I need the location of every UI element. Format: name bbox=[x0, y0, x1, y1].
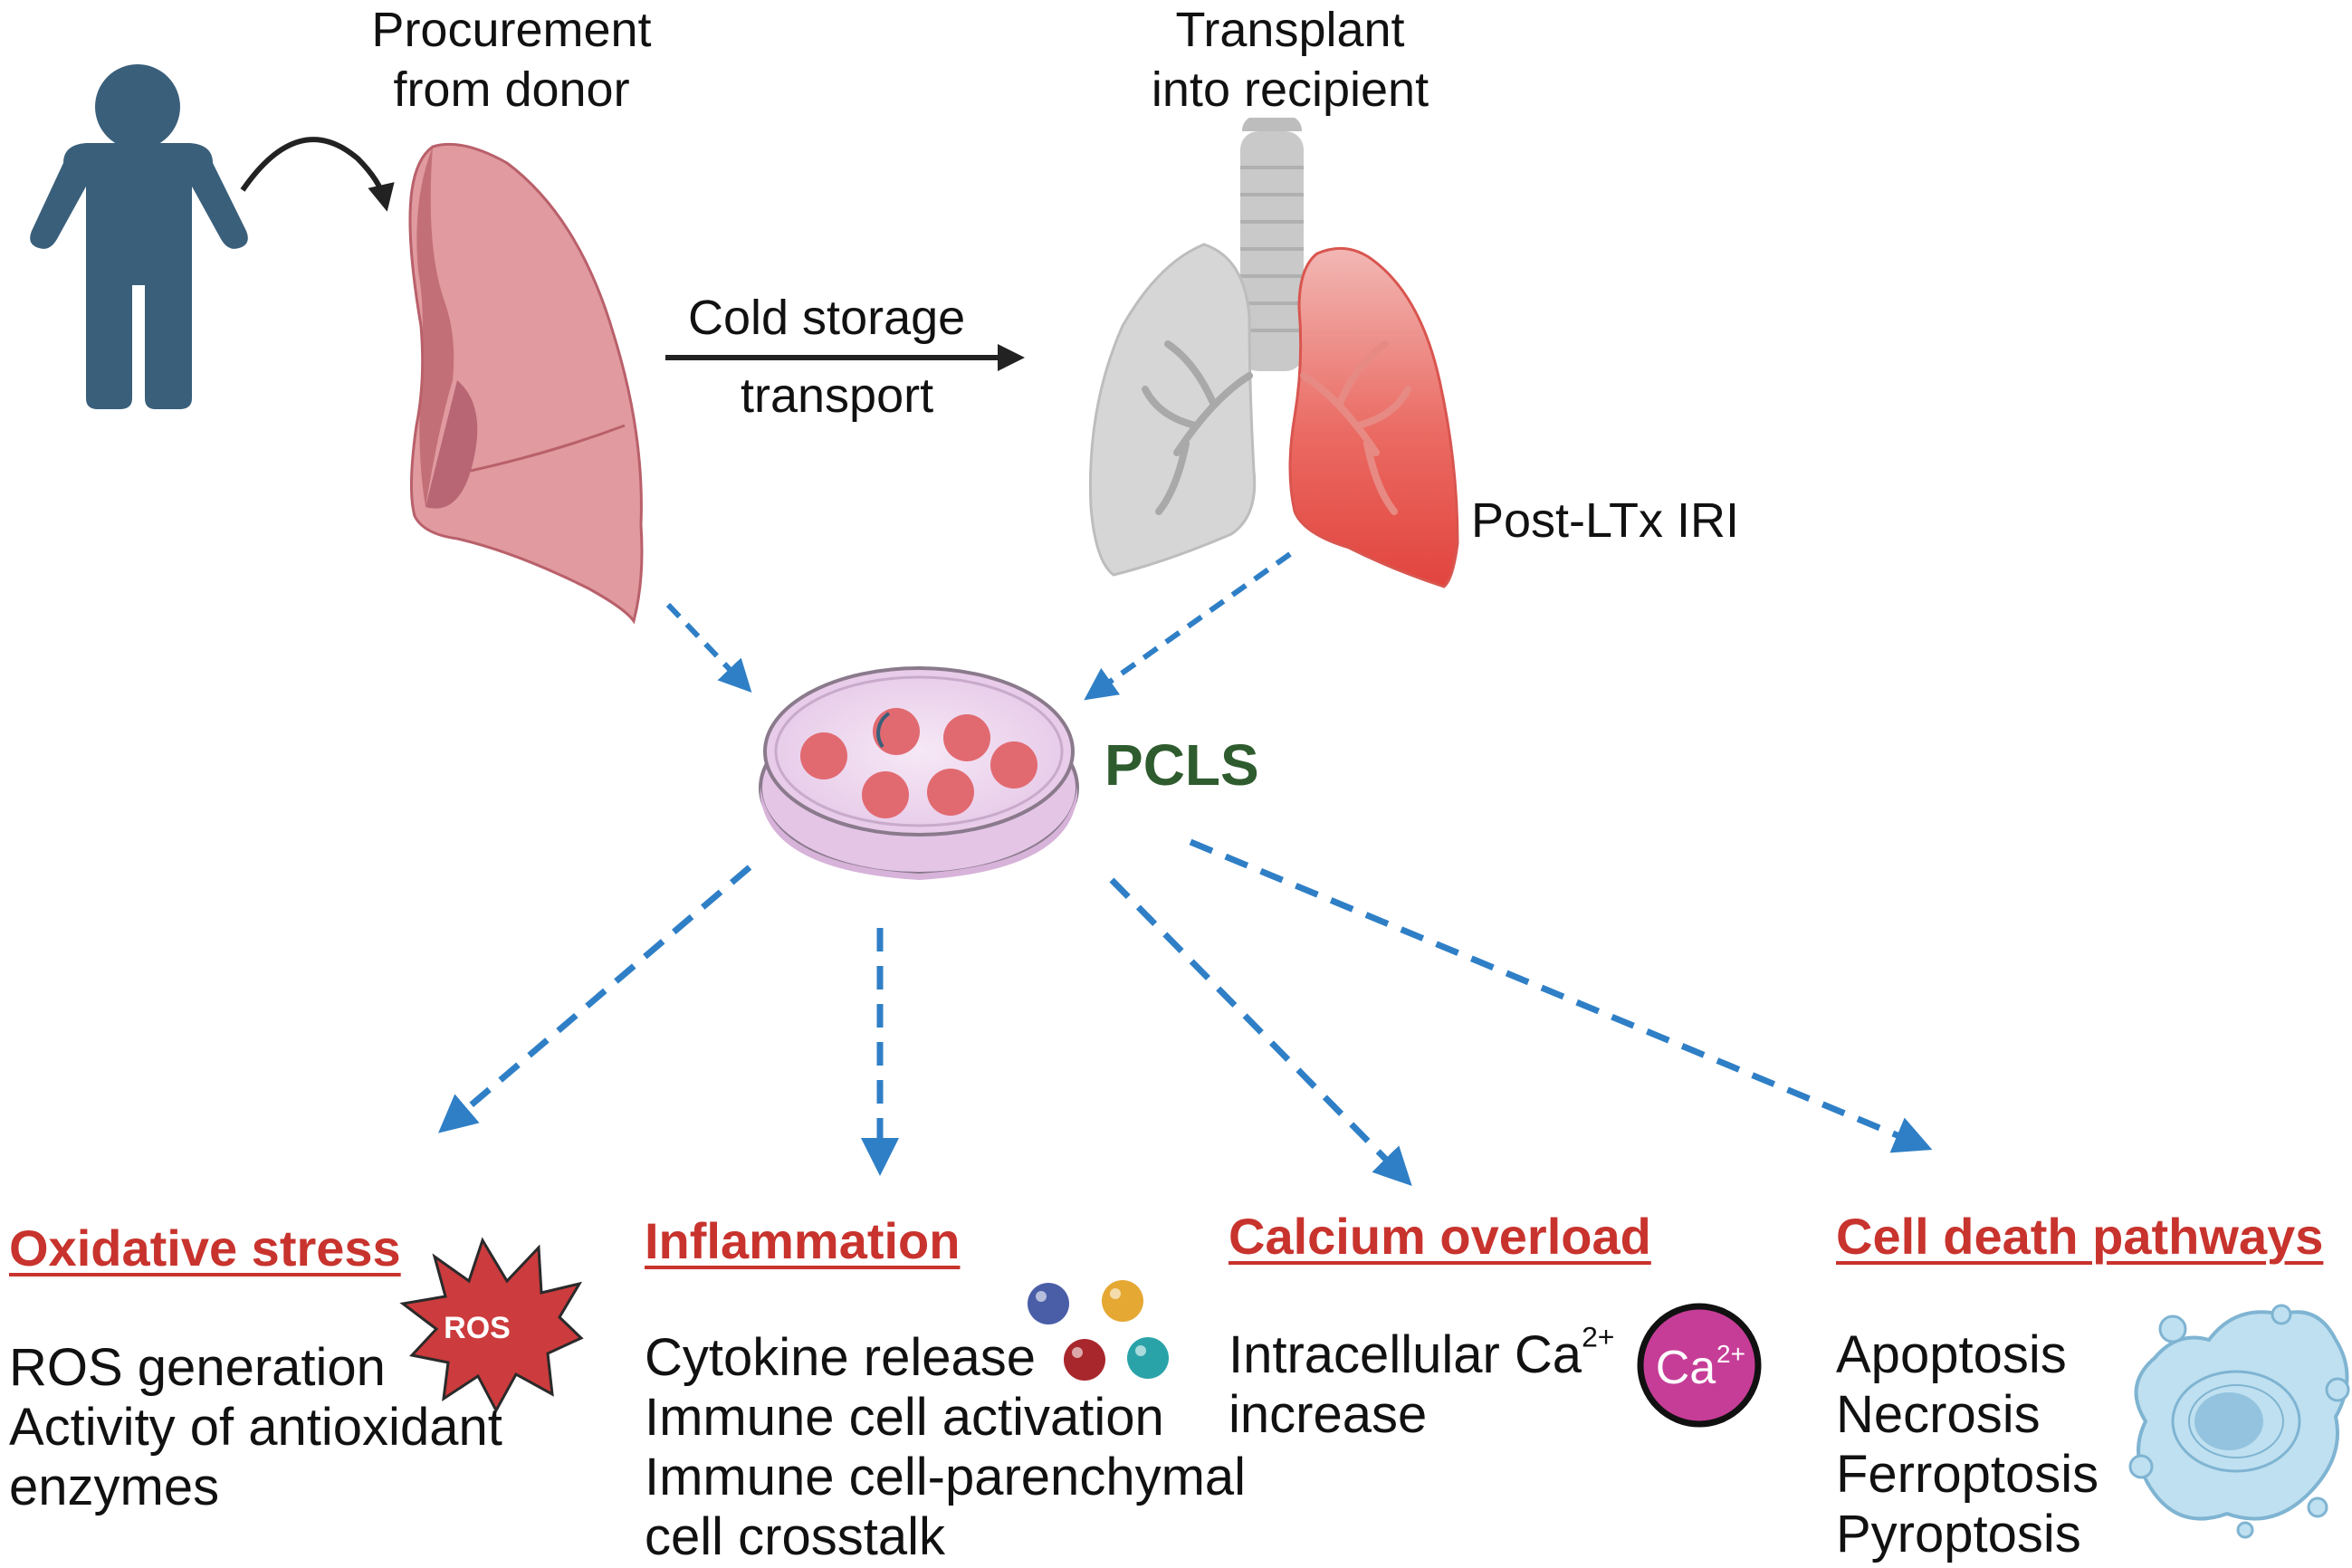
calcium-line-2: increase bbox=[1229, 1385, 1428, 1444]
cell-death-line-3: Ferroptosis bbox=[1836, 1445, 2099, 1504]
calcium-list: Intracellular Ca2+ increase bbox=[1229, 1322, 1614, 1445]
inflammation-line-3: Immune cell-parenchymal bbox=[645, 1448, 1247, 1506]
inflammation-heading: Inflammation bbox=[645, 1212, 961, 1269]
calcium-line-1-sup: 2+ bbox=[1582, 1320, 1615, 1353]
post-ltx-label: Post-LTx IRI bbox=[1471, 493, 1740, 548]
transplant-line-1: Transplant bbox=[1175, 3, 1405, 57]
procurement-line-1: Procurement bbox=[371, 3, 652, 57]
transport-label: transport bbox=[741, 368, 934, 423]
oxidative-stress-list: ROS generation Activity of antioxidant e… bbox=[9, 1338, 502, 1517]
oxidative-line-1: ROS generation bbox=[9, 1338, 386, 1397]
calcium-line-1: Intracellular Ca2+ bbox=[1229, 1322, 1614, 1385]
arrow-to-cell-death bbox=[1189, 838, 1933, 1153]
oxidative-stress-heading: Oxidative stress bbox=[9, 1219, 401, 1276]
cytokine-dots-icon bbox=[1028, 1280, 1169, 1381]
inflammation-list: Cytokine release Immune cell activation … bbox=[645, 1328, 1246, 1567]
donor-person-icon bbox=[30, 64, 248, 409]
calcium-overload-heading: Calcium overload bbox=[1229, 1208, 1651, 1265]
petri-dish-icon bbox=[759, 666, 1079, 880]
ros-burst-icon: ROS bbox=[399, 1237, 584, 1414]
procurement-label: Procurement from donor bbox=[344, 0, 679, 120]
cell-death-line-2: Necrosis bbox=[1836, 1385, 2041, 1444]
calcium-badge-icon: Ca 2+ bbox=[1637, 1303, 1762, 1428]
arrow-recipient-to-pcls bbox=[1084, 551, 1292, 701]
oxidative-line-3: enzymes bbox=[9, 1458, 220, 1516]
pcls-label: PCLS bbox=[1104, 732, 1259, 798]
oxidative-line-2: Activity of antioxidant bbox=[9, 1398, 502, 1457]
calcium-badge-sup: 2+ bbox=[1716, 1340, 1745, 1368]
calcium-badge-base: Ca bbox=[1656, 1342, 1716, 1394]
inflammation-line-2: Immune cell activation bbox=[645, 1388, 1164, 1447]
calcium-line-1-base: Intracellular Ca bbox=[1229, 1325, 1582, 1384]
ros-badge-text: ROS bbox=[444, 1311, 511, 1345]
cell-death-line-1: Apoptosis bbox=[1836, 1325, 2067, 1384]
cell-death-list: Apoptosis Necrosis Ferroptosis Pyroptosi… bbox=[1836, 1325, 2099, 1564]
recipient-lungs-icon bbox=[1088, 118, 1459, 588]
transplant-label: Transplant into recipient bbox=[1109, 0, 1471, 120]
arrow-to-oxidative-stress bbox=[438, 865, 752, 1133]
cell-icon bbox=[2128, 1304, 2350, 1539]
cold-storage-label: Cold storage bbox=[688, 291, 966, 345]
cell-death-heading: Cell death pathways bbox=[1836, 1208, 2324, 1265]
procurement-line-2: from donor bbox=[393, 62, 630, 117]
procurement-arrow bbox=[240, 137, 395, 212]
transplant-line-2: into recipient bbox=[1151, 62, 1429, 117]
inflammation-line-4: cell crosstalk bbox=[645, 1507, 945, 1566]
arrow-donor-to-pcls bbox=[665, 602, 752, 693]
inflammation-line-1: Cytokine release bbox=[645, 1328, 1036, 1387]
arrow-to-calcium-overload bbox=[1109, 877, 1412, 1186]
donor-lung-icon bbox=[408, 142, 644, 625]
cell-death-line-4: Pyroptosis bbox=[1836, 1505, 2081, 1563]
svg-text:Ca: Ca bbox=[1656, 1342, 1716, 1394]
